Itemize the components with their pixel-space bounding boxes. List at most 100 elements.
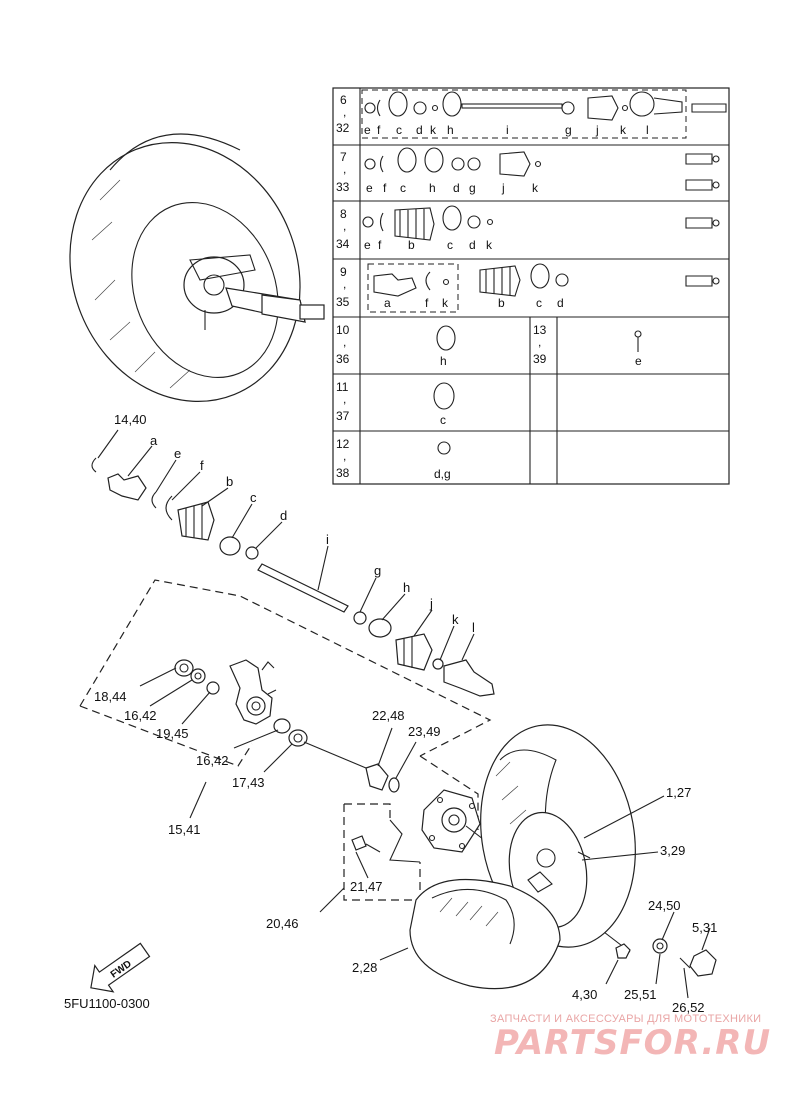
callout-j: j (429, 596, 433, 611)
callout-3-29: 3,29 (660, 843, 685, 858)
row6-letter-k: k (430, 123, 437, 137)
row-ref-sep-10: , (343, 335, 346, 349)
row8-letter-k: k (486, 238, 493, 252)
row9-letter-c: c (536, 296, 542, 310)
row7-letter-h: h (429, 181, 436, 195)
row6-letter-e: e (364, 123, 371, 137)
row-ref-12: 12 (336, 437, 350, 451)
row-ref-8: 8 (340, 207, 347, 221)
row-ref-35: 35 (336, 295, 350, 309)
drive-shaft-exploded: 14,40 a e f b c d i g h j k l (91, 412, 495, 697)
wheel-illustration-top (69, 133, 325, 402)
callout-i: i (326, 532, 329, 547)
callout-b: b (226, 474, 233, 489)
row6-letter-f: f (377, 123, 381, 137)
row-ref-36: 36 (336, 352, 350, 366)
callout-14-40: 14,40 (114, 412, 147, 427)
callout-24-50: 24,50 (648, 898, 681, 913)
callout-a: a (150, 433, 158, 448)
callout-15-41: 15,41 (168, 822, 201, 837)
row6-letter-j: j (595, 123, 599, 137)
callout-2-28: 2,28 (352, 960, 377, 975)
row6-letter-g: g (565, 123, 572, 137)
row-ref-33: 33 (336, 180, 350, 194)
callout-17-43: 17,43 (232, 775, 265, 790)
row7-letter-k: k (532, 181, 539, 195)
row-ref-sep-7: , (343, 162, 346, 176)
row6-letter-k2: k (620, 123, 627, 137)
row7-letter-d: d (453, 181, 460, 195)
row-ref-sep-11: , (343, 392, 346, 406)
callout-20-46: 20,46 (266, 916, 299, 931)
watermark: ЗАПЧАСТИ И АКСЕССУАРЫ ДЛЯ МОТОТЕХНИКИ PA… (490, 1013, 771, 1063)
callout-1-27: 1,27 (666, 785, 691, 800)
row6-letter-c: c (396, 123, 402, 137)
row10-letter-h: h (440, 354, 447, 368)
row-ref-6: 6 (340, 93, 347, 107)
row-ref-38: 38 (336, 466, 350, 480)
callout-h: h (403, 580, 410, 595)
row9-letter-f: f (425, 296, 429, 310)
row8-letter-e: e (364, 238, 371, 252)
row-ref-sep-9: , (343, 277, 346, 291)
row7-letter-j: j (501, 181, 505, 195)
row9-letter-a: a (384, 296, 391, 310)
row-ref-11: 11 (336, 380, 349, 394)
row7-letter-e: e (366, 181, 373, 195)
knuckle-group: 18,44 16,42 19,45 16,42 17,43 15,41 (79, 579, 492, 837)
row12-letter-dg: d,g (434, 467, 451, 481)
callout-21-47: 21,47 (350, 879, 383, 894)
row8-letter-d: d (469, 238, 476, 252)
callout-5-31: 5,31 (692, 920, 717, 935)
row11-letter-c: c (440, 413, 446, 427)
callout-c: c (250, 490, 257, 505)
row6-letter-d: d (416, 123, 423, 137)
row-ref-sep-13: , (538, 335, 541, 349)
row-ref-10: 10 (336, 323, 350, 337)
callout-l: l (472, 620, 475, 635)
row-ref-9: 9 (340, 265, 347, 279)
row-ref-37: 37 (336, 409, 350, 423)
callout-25-51: 25,51 (624, 987, 657, 1002)
row7-letter-f: f (383, 181, 387, 195)
row8-letter-c: c (447, 238, 453, 252)
row-ref-39: 39 (533, 352, 547, 366)
parts-table: 6 , 32 7 , 33 8 , 34 9 , 35 10 , 36 13 ,… (332, 87, 730, 485)
diagram-code: 5FU1100-0300 (64, 996, 150, 1011)
callout-18-44: 18,44 (94, 689, 127, 704)
row-ref-7: 7 (340, 150, 347, 164)
callout-4-30: 4,30 (572, 987, 597, 1002)
watermark-brand: PARTSFOR.RU (494, 1023, 771, 1063)
callout-e: e (174, 446, 181, 461)
callout-d: d (280, 508, 287, 523)
row6-letter-i: i (506, 123, 509, 137)
row-ref-sep-8: , (343, 219, 346, 233)
callout-23-49: 23,49 (408, 724, 441, 739)
row9-letter-b: b (498, 296, 505, 310)
row7-letter-g: g (469, 181, 476, 195)
wheel-illustration-bottom: 1,27 3,29 2,28 (352, 724, 691, 990)
row-ref-34: 34 (336, 237, 350, 251)
callout-16-42-lower: 16,42 (196, 753, 229, 768)
callout-16-42-upper: 16,42 (124, 708, 157, 723)
row-ref-sep-12: , (343, 449, 346, 463)
callout-f: f (200, 458, 204, 473)
callout-26-52: 26,52 (672, 1000, 705, 1015)
callout-g: g (374, 563, 381, 578)
callout-k: k (452, 612, 459, 627)
axle-nut-group: 4,30 24,50 5,31 25,51 26,52 (572, 898, 717, 1015)
fwd-arrow: FWD (90, 942, 151, 993)
row6-letter-h: h (447, 123, 454, 137)
row-ref-13: 13 (533, 323, 547, 337)
watermark-caption: ЗАПЧАСТИ И АКСЕССУАРЫ ДЛЯ МОТОТЕХНИКИ (490, 1013, 761, 1025)
row9-letter-d: d (557, 296, 564, 310)
row8-letter-b: b (408, 238, 415, 252)
row-ref-32: 32 (336, 121, 350, 135)
row6-letter-l: l (646, 123, 649, 137)
callout-19-45: 19,45 (156, 726, 189, 741)
row8-letter-f: f (378, 238, 382, 252)
callout-22-48: 22,48 (372, 708, 405, 723)
row-ref-sep-6: , (343, 105, 346, 119)
row7-letter-c: c (400, 181, 406, 195)
